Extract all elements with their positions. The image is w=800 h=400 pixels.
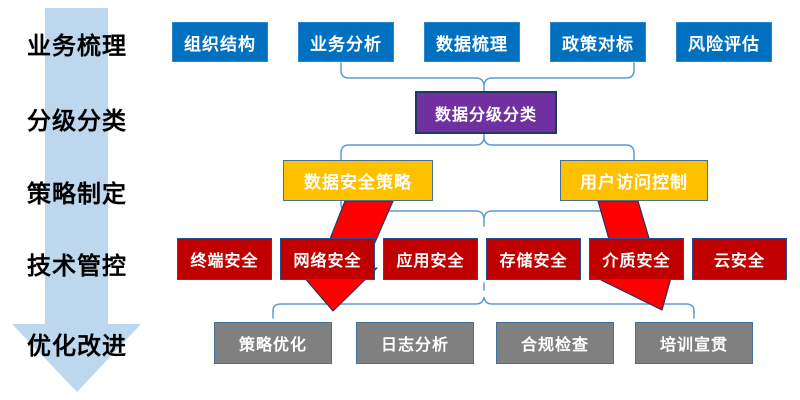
node-network-security: 网络安全 xyxy=(280,238,375,280)
node-storage-security: 存储安全 xyxy=(486,238,581,280)
node-cloud-security: 云安全 xyxy=(692,238,787,280)
node-compliance-check: 合规检查 xyxy=(496,322,614,364)
stage-classification: 分级分类 xyxy=(27,108,127,135)
node-user-access-control: 用户访问控制 xyxy=(560,160,708,201)
stage-optimization: 优化改进 xyxy=(27,333,127,360)
node-policy-optimization: 策略优化 xyxy=(214,322,332,364)
connector-row1-to-classification xyxy=(340,62,635,92)
stage-policy-making: 策略制定 xyxy=(27,181,127,208)
node-risk-assessment: 风险评估 xyxy=(676,22,772,62)
node-data-combing: 数据梳理 xyxy=(424,22,520,62)
node-data-classification: 数据分级分类 xyxy=(415,91,557,134)
node-terminal-security: 终端安全 xyxy=(177,238,272,280)
connector-technical-to-optimization xyxy=(272,282,695,319)
connector-classification-to-policy xyxy=(340,133,635,161)
stage-business-combing: 业务梳理 xyxy=(27,33,127,60)
node-log-analysis: 日志分析 xyxy=(356,322,474,364)
process-stage-arrow xyxy=(12,8,141,392)
node-policy-benchmark: 政策对标 xyxy=(550,22,646,62)
node-media-security: 介质安全 xyxy=(589,238,684,280)
node-app-security: 应用安全 xyxy=(383,238,478,280)
stage-technical-control: 技术管控 xyxy=(27,253,127,280)
node-data-security-policy: 数据安全策略 xyxy=(283,160,433,201)
node-training-promotion: 培训宣贯 xyxy=(635,322,753,364)
node-business-analysis: 业务分析 xyxy=(298,22,394,62)
node-org-structure: 组织结构 xyxy=(172,22,268,62)
